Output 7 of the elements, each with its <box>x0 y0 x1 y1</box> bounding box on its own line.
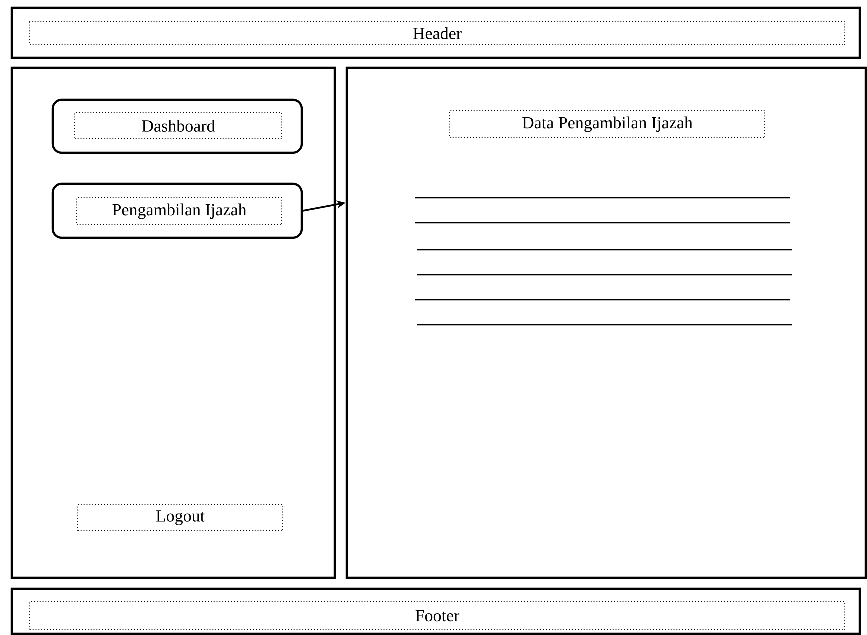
sidebar-panel <box>10 66 336 580</box>
menu-button: Pengambilan Ijazah <box>52 182 304 240</box>
logout-link: Logout <box>78 504 284 532</box>
header-bar: Header <box>10 6 862 60</box>
content-panel: Data Pengambilan Ijazah <box>346 66 867 580</box>
menu-button: Dashboard <box>52 98 304 154</box>
footer-bar: Footer <box>10 588 862 635</box>
